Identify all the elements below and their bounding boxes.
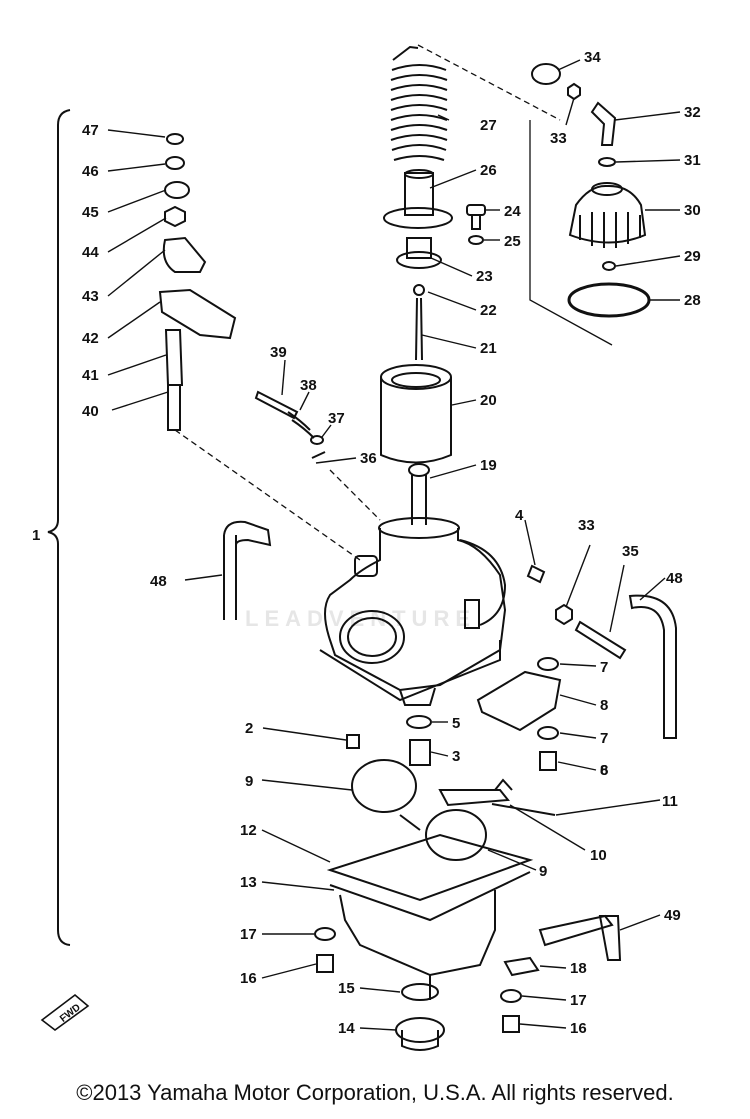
starter-plunger-parts: [158, 133, 237, 431]
callout-9b: 9: [539, 863, 547, 880]
carburetor-body: [319, 528, 507, 706]
callout-42: 42: [82, 330, 99, 347]
parts-artwork: [40, 44, 681, 1051]
callout-37: 37: [328, 410, 345, 427]
callout-19: 19: [480, 457, 497, 474]
callout-25: 25: [504, 233, 521, 250]
callout-7a: 7: [600, 659, 608, 676]
plate-23: [396, 237, 442, 269]
callout-2: 2: [245, 720, 253, 737]
callout-22: 22: [480, 302, 497, 319]
callout-7b: 7: [600, 730, 608, 747]
callout-35: 35: [622, 543, 639, 560]
watermark: LEADVENTURE: [245, 606, 477, 631]
spring-27: [390, 45, 448, 161]
callout-39: 39: [270, 344, 287, 361]
callout-10: 10: [590, 847, 607, 864]
callout-29: 29: [684, 248, 701, 265]
callout-17a: 17: [240, 926, 257, 943]
callout-11: 11: [662, 793, 678, 810]
top-cap-30: [568, 182, 647, 248]
callout-44: 44: [82, 244, 99, 261]
callout-20: 20: [480, 392, 497, 409]
callout-15: 15: [338, 980, 355, 997]
callout-16b: 16: [570, 1020, 587, 1037]
callout-6: 6: [600, 762, 608, 779]
callout-47: 47: [82, 122, 99, 139]
callout-36: 36: [360, 450, 377, 467]
callout-16a: 16: [240, 970, 257, 987]
callout-23: 23: [476, 268, 493, 285]
callout-17b: 17: [570, 992, 587, 1009]
callout-8a: 8: [600, 697, 608, 714]
callout-43: 43: [82, 288, 99, 305]
callout-12: 12: [240, 822, 257, 839]
callout-18: 18: [570, 960, 587, 977]
callout-34: 34: [584, 49, 601, 66]
throttle-valve-20: [380, 364, 452, 464]
callout-4: 4: [515, 507, 524, 524]
callout-28: 28: [684, 292, 701, 309]
callout-numbers: 2 3 4 5 6 7 7 8 8 9 9 10 11 12 13 14 15 …: [82, 49, 701, 1037]
callout-49: 49: [664, 907, 681, 924]
callout-24: 24: [504, 203, 521, 220]
callout-26: 26: [480, 162, 497, 179]
callout-31: 31: [684, 152, 701, 169]
callout-48a: 48: [150, 573, 167, 590]
callout-33a: 33: [550, 130, 567, 147]
callout-40: 40: [82, 403, 99, 420]
copyright-notice: ©2013 Yamaha Motor Corporation, U.S.A. A…: [76, 1080, 674, 1105]
callout-8b: 8: [600, 762, 608, 779]
callout-45: 45: [82, 204, 99, 221]
callout-3: 3: [452, 748, 460, 765]
callout-21: 21: [480, 340, 497, 357]
callout-27: 27: [480, 117, 497, 134]
callout-5: 5: [452, 715, 460, 732]
callout-13: 13: [240, 874, 257, 891]
callout-33b: 33: [578, 517, 595, 534]
callout-9a: 9: [245, 773, 253, 790]
callout-38: 38: [300, 377, 317, 394]
callout-48b: 48: [666, 570, 683, 587]
callout-46: 46: [82, 163, 99, 180]
callout-41: 41: [82, 367, 99, 384]
cap-26: [383, 169, 453, 229]
callout-30: 30: [684, 202, 701, 219]
group-number: 1: [32, 527, 40, 544]
callout-32: 32: [684, 104, 701, 121]
callout-14: 14: [338, 1020, 355, 1037]
cable-holder-19: [378, 463, 460, 539]
